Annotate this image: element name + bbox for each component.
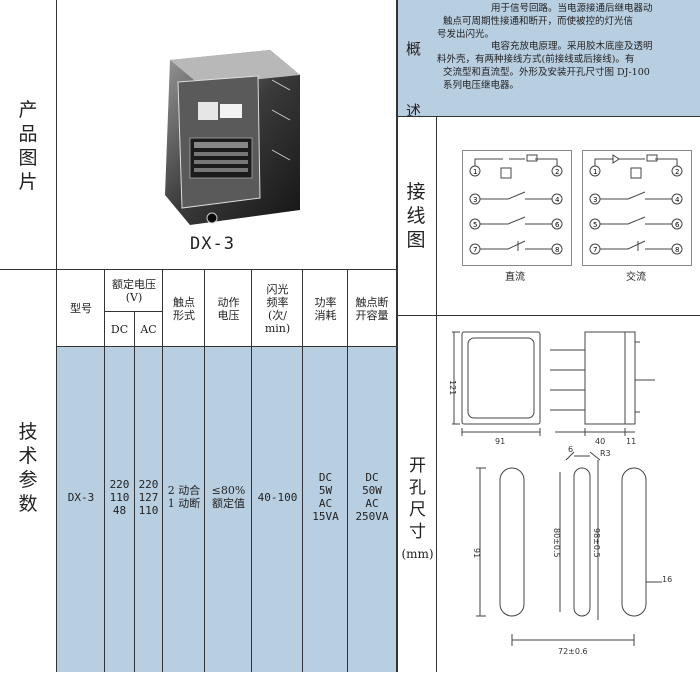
params-body (57, 347, 396, 672)
svg-text:5: 5 (593, 221, 597, 229)
header-dc: DC (110, 323, 129, 336)
divider (105, 311, 163, 312)
svg-text:4: 4 (555, 196, 560, 204)
cell-power: DC 5W AC 15VA (312, 471, 339, 523)
divider (0, 269, 397, 270)
wiring-ac-caption: 交流 (626, 272, 646, 283)
header-power: 功率 消耗 (314, 295, 337, 322)
header-ac: AC (140, 323, 157, 336)
svg-text:1: 1 (593, 168, 597, 176)
svg-text:8: 8 (675, 246, 679, 254)
divider (436, 0, 437, 672)
dim-pitch: 72±0.6 (558, 647, 588, 656)
svg-text:5: 5 (473, 221, 477, 229)
dim-height: 121 (448, 380, 457, 395)
svg-text:7: 7 (593, 246, 597, 254)
svg-text:8: 8 (555, 246, 559, 254)
divider (204, 270, 205, 672)
svg-text:1: 1 (473, 168, 477, 176)
divider (398, 315, 700, 316)
wiring-diagram-dc: 1 2 3 4 5 6 7 8 (462, 150, 572, 266)
dim-depth-b: 11 (626, 437, 636, 446)
divider (57, 346, 397, 347)
cell-flash-frequency: 40-100 (257, 490, 298, 504)
svg-text:6: 6 (675, 221, 680, 229)
dim-slot-length-2: 98±0.5 (592, 528, 601, 558)
cell-ac: 220 127 110 (138, 477, 159, 517)
dim-width: 91 (495, 437, 505, 446)
cell-breaking-capacity: DC 50W AC 250VA (355, 471, 389, 523)
params-section-label: 技 术 参 数 (18, 421, 38, 515)
wiring-dc-caption: 直流 (505, 272, 525, 283)
cell-contact-form: 2 动合 1 动断 (167, 484, 201, 510)
divider (398, 116, 700, 117)
dim-radius: R3 (600, 449, 611, 458)
dim-side: 16 (662, 575, 672, 584)
dims-label: 开 孔 尺 寸 (mm) (401, 456, 434, 561)
divider (162, 270, 163, 672)
wiring-label: 接 线 图 (406, 181, 426, 251)
photo-section-label: 产 品 图 片 (18, 99, 38, 193)
cell-action-voltage: ≤80% 额定值 (211, 484, 246, 510)
photo-caption: DX-3 (190, 234, 235, 254)
divider (134, 312, 135, 672)
dim-outer-height: 91 (472, 548, 481, 558)
svg-text:2: 2 (555, 168, 559, 176)
divider (302, 270, 303, 672)
overview-text: 用于信号回路。当电源接通后继电器动 触点可周期性接通和断开，而使被控的灯光信 号… (437, 3, 653, 91)
cell-dc: 220 110 48 (109, 477, 130, 517)
divider (104, 270, 105, 672)
left-panel: 产 品 图 片 (0, 0, 397, 672)
cell-model: DX-3 (67, 490, 95, 504)
product-photo (150, 20, 310, 230)
svg-text:7: 7 (473, 246, 477, 254)
svg-text:6: 6 (555, 221, 560, 229)
header-contact-form: 触点 形式 (173, 295, 195, 322)
divider (251, 270, 252, 672)
header-model: 型号 (70, 302, 92, 315)
overview-background (398, 0, 700, 116)
header-flash-frequency: 闪光 频率 (次/ min) (264, 282, 291, 335)
svg-text:3: 3 (593, 196, 597, 204)
divider (56, 0, 57, 672)
header-rated-voltage: 额定电压 (V) (112, 278, 156, 304)
wiring-diagram-ac: 1 2 3 4 5 6 7 8 (582, 150, 692, 266)
svg-text:4: 4 (675, 196, 680, 204)
divider (347, 270, 348, 672)
dimension-drawing: 121 91 40 11 6 R3 91 80±0.5 98±0.5 16 72… (440, 320, 700, 672)
header-action-voltage: 动作 电压 (217, 295, 240, 322)
overview-label: 概 述 (406, 40, 422, 120)
dim-slot-width: 6 (568, 445, 573, 454)
svg-text:3: 3 (473, 196, 477, 204)
svg-text:2: 2 (675, 168, 679, 176)
dim-depth-a: 40 (595, 437, 605, 446)
header-breaking-capacity: 触点断 开容量 (355, 295, 389, 322)
dim-slot-length: 80±0.5 (552, 528, 561, 558)
divider (396, 0, 398, 672)
